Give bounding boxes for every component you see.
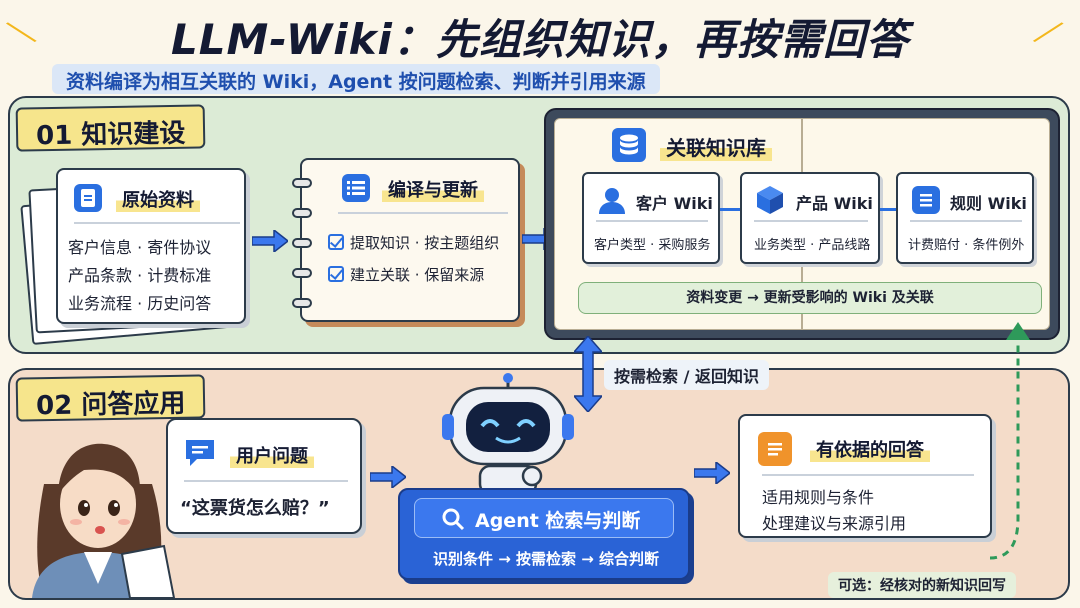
page-subtitle: 资料编译为相互关联的 Wiki，Agent 按问题检索、判断并引用来源 bbox=[52, 64, 660, 94]
rules-icon bbox=[912, 186, 940, 214]
section-label-knowledge-building: 01 知识建设 bbox=[15, 104, 206, 152]
chat-icon bbox=[186, 440, 214, 466]
source-materials-title: 原始资料 bbox=[116, 186, 200, 212]
document-icon bbox=[74, 184, 102, 212]
divider bbox=[184, 480, 348, 482]
rules-wiki-card: 规则 Wiki 计费赔付 · 条件例外 bbox=[896, 172, 1034, 264]
grounded-answer-title: 有依据的回答 bbox=[810, 436, 930, 462]
rules-wiki-title: 规则 Wiki bbox=[950, 194, 1027, 213]
customer-wiki-desc: 客户类型 · 采购服务 bbox=[594, 238, 711, 253]
product-wiki-title: 产品 Wiki bbox=[796, 194, 873, 213]
user-avatar-illustration bbox=[32, 443, 176, 598]
customer-wiki-title: 客户 Wiki bbox=[636, 194, 713, 213]
user-question-title: 用户问题 bbox=[230, 442, 314, 468]
divider bbox=[338, 212, 508, 214]
link-connector bbox=[880, 208, 896, 211]
section-label-qa-application: 02 问答应用 bbox=[15, 374, 206, 422]
bidirectional-arrow-icon bbox=[574, 336, 602, 412]
arrow-right-icon bbox=[370, 466, 406, 488]
compile-update-notebook: 编译与更新 提取知识 · 按主题组织 建立关联 · 保留来源 bbox=[292, 158, 520, 322]
grounded-answer-card: 有依据的回答 适用规则与条件 处理建议与来源引用 bbox=[738, 414, 992, 538]
product-wiki-card: 产品 Wiki 业务类型 · 产品线路 bbox=[740, 172, 880, 264]
answer-line: 处理建议与来源引用 bbox=[762, 514, 907, 533]
notebook-ring bbox=[292, 208, 312, 218]
checkbox-checked-icon bbox=[328, 234, 344, 250]
compile-step-text: 提取知识 · 按主题组织 bbox=[350, 234, 500, 252]
divider bbox=[754, 220, 868, 222]
notebook-ring bbox=[292, 268, 312, 278]
agent-title: Agent 检索与判断 bbox=[475, 510, 641, 532]
customer-wiki-card: 客户 Wiki 客户类型 · 采购服务 bbox=[582, 172, 720, 264]
source-line: 客户信息 · 寄件协议 bbox=[68, 238, 212, 257]
knowledge-base-title: 关联知识库 bbox=[660, 132, 772, 161]
page-title: LLM-Wiki：先组织知识，再按需回答 bbox=[171, 15, 909, 64]
retrieve-return-label: 按需检索 / 返回知识 bbox=[604, 360, 769, 390]
answer-icon bbox=[758, 432, 792, 466]
list-icon bbox=[342, 174, 370, 202]
checkbox-checked-icon bbox=[328, 266, 344, 282]
divider bbox=[762, 474, 974, 476]
divider bbox=[74, 222, 240, 224]
compile-step-item: 建立关联 · 保留来源 bbox=[328, 264, 484, 285]
notebook-ring bbox=[292, 178, 312, 188]
rules-wiki-desc: 计费赔付 · 条件例外 bbox=[908, 238, 1025, 253]
agent-steps: 识别条件 → 按需检索 → 综合判断 bbox=[432, 550, 660, 568]
agent-title-bar: Agent 检索与判断 bbox=[414, 498, 674, 538]
source-materials-card: 原始资料 客户信息 · 寄件协议 产品条款 · 计费标准 业务流程 · 历史问答 bbox=[56, 168, 246, 324]
robot-agent-illustration bbox=[442, 373, 574, 494]
user-question-card: 用户问题 “这票货怎么赔？” bbox=[166, 418, 362, 534]
divider bbox=[596, 220, 708, 222]
notebook-ring bbox=[292, 238, 312, 248]
link-connector bbox=[720, 208, 740, 211]
answer-line: 适用规则与条件 bbox=[762, 488, 875, 507]
search-icon bbox=[442, 508, 465, 531]
source-line: 业务流程 · 历史问答 bbox=[68, 294, 212, 313]
writeback-dashed-arrow-icon bbox=[990, 322, 1030, 560]
user-icon bbox=[599, 188, 625, 214]
compile-update-title: 编译与更新 bbox=[382, 176, 484, 202]
user-question-text: “这票货怎么赔？” bbox=[180, 498, 330, 519]
writeback-note: 可选：经核对的新知识回写 bbox=[828, 572, 1016, 598]
arrow-right-icon bbox=[694, 462, 730, 484]
update-note-bar: 资料变更 → 更新受影响的 Wiki 及关联 bbox=[578, 282, 1042, 314]
arrow-right-icon bbox=[252, 230, 288, 252]
divider bbox=[910, 220, 1022, 222]
compile-step-text: 建立关联 · 保留来源 bbox=[350, 266, 485, 284]
agent-retrieve-judge-box: Agent 检索与判断 识别条件 → 按需检索 → 综合判断 bbox=[398, 488, 690, 580]
product-wiki-desc: 业务类型 · 产品线路 bbox=[754, 238, 871, 253]
cube-icon bbox=[757, 186, 783, 214]
compile-step-item: 提取知识 · 按主题组织 bbox=[328, 232, 499, 253]
database-icon bbox=[612, 128, 646, 162]
notebook-ring bbox=[292, 298, 312, 308]
source-line: 产品条款 · 计费标准 bbox=[68, 266, 212, 285]
